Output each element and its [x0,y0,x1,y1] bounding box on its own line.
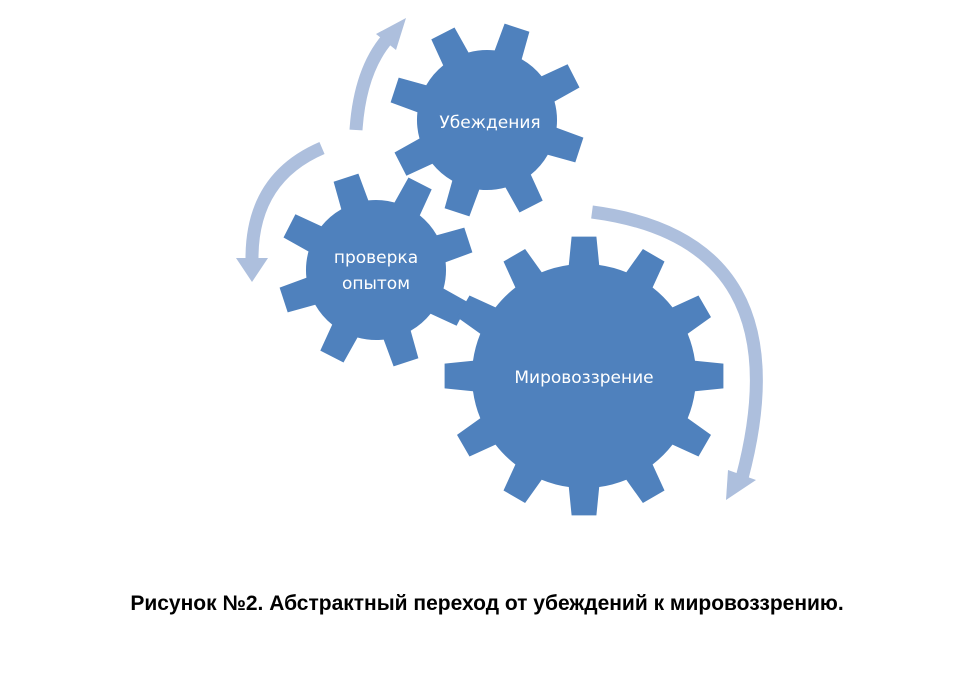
gear-verification [279,173,473,367]
gear-worldview-label: Мировоззрение [514,368,653,388]
gear-beliefs-label: Убеждения [439,113,540,133]
figure-caption: Рисунок №2. Абстрактный переход от убежд… [130,592,844,615]
gear-diagram: Убеждения проверка опытом Мировоззрение [236,18,763,516]
arrow-beliefs-to-verification [236,142,325,282]
gear-verification-label-line2: опытом [342,274,410,294]
gear-beliefs [390,23,584,217]
arrow-verification-to-beliefs [349,18,406,131]
gear-worldview [444,236,724,516]
gear-verification-label-line1: проверка [334,248,418,268]
arrow-beliefs-to-worldview [591,205,763,500]
